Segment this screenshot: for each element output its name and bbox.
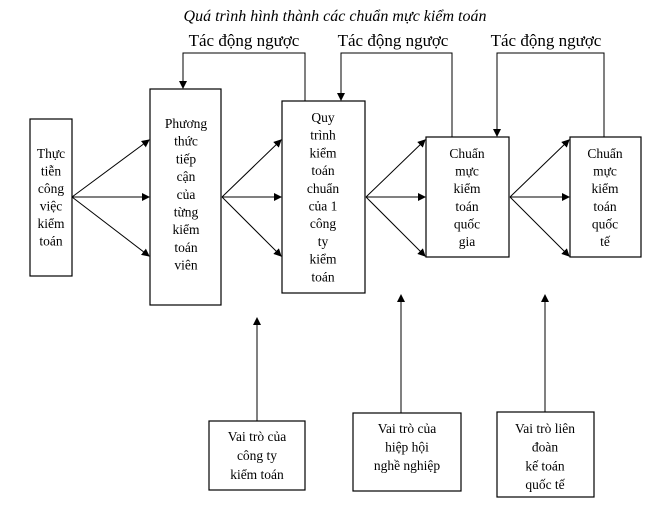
phuong-thuc-label-line: thức: [174, 134, 198, 149]
thuc-tien-label-line: kiểm: [38, 216, 65, 231]
chuan-muc-quoc-gia-label-line: kiểm: [454, 181, 481, 196]
vai-tro-lien-doan-label-line: kế toán: [525, 458, 565, 473]
feedback-label-1: Tác động ngược: [189, 31, 300, 50]
quy-trinh-label-line: Quy: [311, 110, 334, 125]
chuan-muc-quoc-te-label-line: kiểm: [592, 181, 619, 196]
box-vai-tro-hiep-hoi: [352, 412, 462, 492]
box-chuan-muc-quoc-te: [569, 136, 642, 258]
flow-arrow-1-1: [71, 139, 150, 198]
diagram-title: Quá trình hình thành các chuẩn mực kiểm …: [184, 8, 487, 25]
vai-tro-cong-ty-label-line: công ty: [237, 448, 277, 463]
vai-tro-lien-doan-label-line: Vai trò liên: [515, 421, 575, 436]
feedback-label-2: Tác động ngược: [338, 31, 449, 50]
quy-trinh-label-line: công: [310, 216, 336, 231]
box-quy-trinh: [281, 100, 366, 294]
quy-trinh-label-line: toán: [311, 269, 334, 284]
chuan-muc-quoc-gia-label-line: Chuẩn: [449, 146, 484, 161]
phuong-thuc-label-line: kiểm: [173, 222, 200, 237]
feedback-arrow-1: [179, 52, 306, 101]
phuong-thuc-label-line: viên: [174, 258, 197, 273]
quy-trinh-label-line: kiểm: [310, 252, 337, 267]
box-phuong-thuc: [149, 88, 222, 306]
quy-trinh-label-line: ty: [318, 234, 329, 249]
quy-trinh-label-line: toán: [311, 163, 334, 178]
feedback-arrow-3: [493, 52, 605, 137]
box-vai-tro-lien-doan: [496, 411, 595, 498]
phuong-thuc-label-line: toán: [174, 240, 197, 255]
quy-trinh-label-line: trình: [310, 128, 336, 143]
vai-tro-hiep-hoi-label-line: hiệp hội: [385, 440, 429, 455]
chuan-muc-quoc-gia-label-line: gia: [459, 234, 476, 249]
chuan-muc-quoc-te-label-line: quốc: [592, 216, 618, 231]
thuc-tien-label-line: công: [38, 181, 64, 196]
quy-trinh-label-line: chuẩn: [307, 181, 339, 196]
box-labels: Thực tiễn công việc kiểm toán Phương thức tiếp cậ…: [37, 110, 623, 492]
feedback-label-3: Tác động ngược: [491, 31, 602, 50]
flow-arrow-4-1: [509, 139, 570, 198]
quy-trinh-label-line: kiểm: [310, 145, 337, 160]
phuong-thuc-label-line: tiếp: [176, 151, 196, 166]
vai-tro-hiep-hoi-label-line: Vai trò của: [378, 421, 436, 436]
box-chuan-muc-quoc-gia: [425, 136, 510, 258]
chuan-muc-quoc-te-label-line: tế: [600, 234, 611, 249]
vai-tro-hiep-hoi-label-line: nghề nghiệp: [374, 458, 441, 473]
phuong-thuc-label-line: từng: [174, 205, 199, 220]
phuong-thuc-label-line: của: [177, 187, 196, 202]
quy-trinh-label-line: của 1: [309, 199, 338, 214]
box-vai-tro-cong-ty: [208, 420, 306, 491]
vai-tro-cong-ty-label-line: Vai trò của: [228, 429, 286, 444]
feedback-arrow-2: [337, 52, 453, 137]
vai-tro-lien-doan-label-line: quốc tế: [525, 477, 565, 492]
fan-arrows: [71, 139, 570, 257]
thuc-tien-label-line: việc: [40, 199, 63, 214]
thuc-tien-label-line: toán: [39, 234, 62, 249]
phuong-thuc-label-line: Phương: [165, 116, 207, 131]
chuan-muc-quoc-gia-label-line: toán: [455, 199, 478, 214]
vai-tro-lien-doan-label-line: đoàn: [532, 440, 558, 455]
flow-arrow-3-3: [365, 196, 426, 257]
vai-tro-cong-ty-label-line: kiểm toán: [230, 467, 284, 482]
flow-arrow-2-3: [221, 196, 282, 257]
thuc-tien-label-line: Thực: [37, 146, 65, 161]
chuan-muc-quoc-gia-label-line: mực: [455, 164, 479, 179]
flow-arrow-3-1: [365, 139, 426, 198]
flow-arrow-1-3: [71, 196, 150, 257]
flow-arrow-2-1: [221, 139, 282, 198]
thuc-tien-label-line: tiễn: [41, 164, 61, 179]
box-thuc-tien: [29, 118, 73, 277]
flow-arrow-4-3: [509, 196, 570, 257]
chuan-muc-quoc-te-label-line: Chuẩn: [587, 146, 622, 161]
chuan-muc-quoc-gia-label-line: quốc: [454, 216, 480, 231]
chuan-muc-quoc-te-label-line: toán: [593, 199, 616, 214]
chuan-muc-quoc-te-label-line: mực: [593, 164, 617, 179]
phuong-thuc-label-line: cận: [177, 169, 196, 184]
